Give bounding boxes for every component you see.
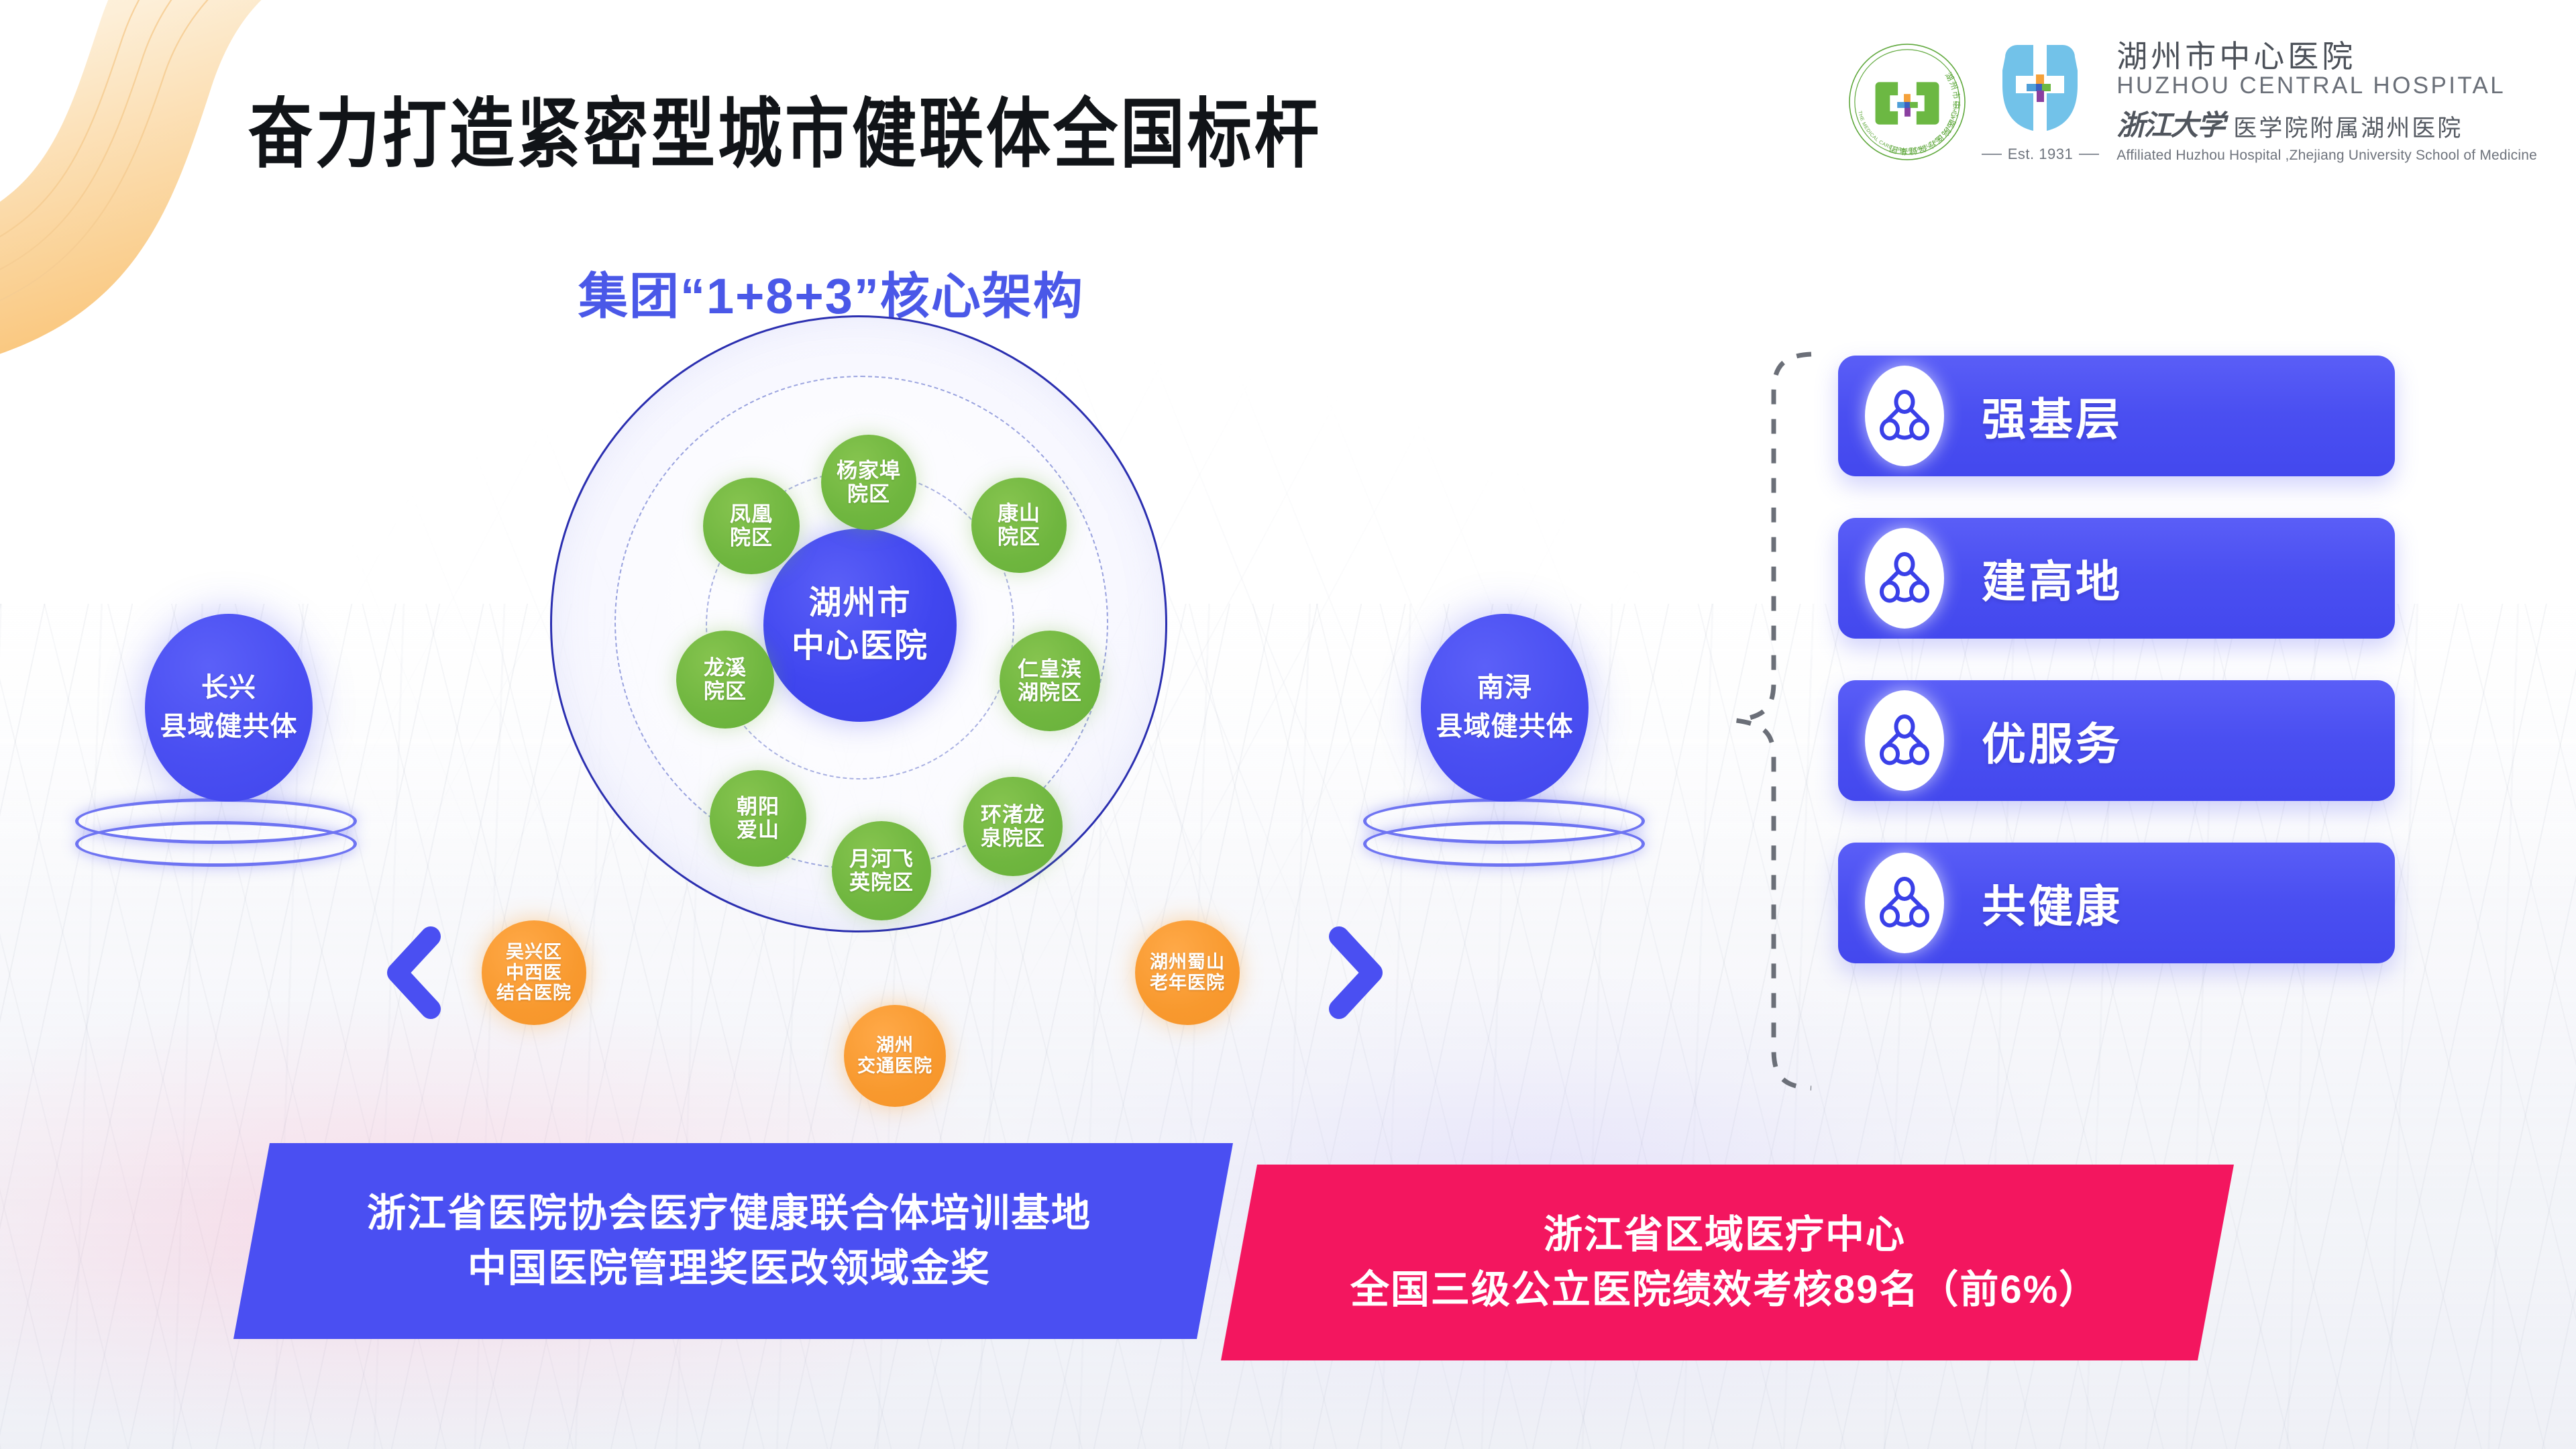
campus-yangjiabu-line1: 杨家埠 <box>837 458 901 482</box>
people-group-icon <box>1865 690 1944 791</box>
center-node-huzhou-central-hospital: 湖州市 中心医院 <box>763 529 957 722</box>
affiliate-wuxing-tcm-hospital: 吴兴区 中西医 结合医院 <box>482 920 586 1025</box>
campus-fenghuang-line2: 院区 <box>730 526 773 549</box>
goal-card-jiangaodi[interactable]: 建高地 <box>1838 518 2395 639</box>
county-unit-changxing: 长兴 县域健共体 <box>145 614 313 802</box>
affiliate-transport-line2: 交通医院 <box>857 1056 932 1076</box>
hospital-shield-logo-block: Est. 1931 <box>1981 41 2100 163</box>
people-group-icon <box>1865 366 1944 466</box>
campus-node-zhaoyangaishan: 朝阳 爱山 <box>710 770 806 867</box>
goal-card-list: 强基层 建高地 优服务 <box>1838 356 2408 1005</box>
campus-node-yangjiabu: 杨家埠 院区 <box>821 435 916 530</box>
goal-card-label: 建高地 <box>1982 557 2123 606</box>
est-line-right <box>2079 154 2100 155</box>
goal-card-gongjiankang[interactable]: 共健康 <box>1838 843 2395 963</box>
est-row: Est. 1931 <box>1981 146 2100 163</box>
campus-renhuangbinhu-line2: 湖院区 <box>1018 681 1082 704</box>
campus-node-yuhefeiying: 月河飞 英院区 <box>832 821 931 920</box>
hospital-name-block: 湖州市中心医院 HUZHOU CENTRAL HOSPITAL 浙江大学 医学院… <box>2114 40 2537 164</box>
center-node-line1: 湖州市 <box>808 585 912 622</box>
campus-kangshan-line1: 康山 <box>998 501 1040 525</box>
campus-yuhefeiying-line1: 月河飞 <box>849 847 914 871</box>
dashed-curly-bracket <box>1735 352 1812 1091</box>
campus-renhuangbinhu-line1: 仁皇滨 <box>1018 657 1082 681</box>
campus-huanzhulongquan-line1: 环渚龙 <box>981 802 1045 826</box>
county-unit-nanxun: 南浔 县域健共体 <box>1421 614 1589 802</box>
people-group-icon <box>1865 528 1944 629</box>
goal-card-label: 优服务 <box>1982 719 2123 769</box>
county-unit-changxing-line2: 县域健共体 <box>160 712 298 741</box>
award-banner-left: 浙江省医院协会医疗健康联合体培训基地 中国医院管理奖医改领域金奖 <box>233 1143 1233 1339</box>
goal-card-qiangjiceng[interactable]: 强基层 <box>1838 356 2395 476</box>
affiliate-huzhou-transport-hospital: 湖州 交通医院 <box>844 1005 946 1107</box>
award-banner-right: 浙江省区域医疗中心 全国三级公立医院绩效考核89名（前6%） <box>1221 1165 2234 1360</box>
est-line-left <box>1981 154 2002 155</box>
campus-node-renhuangbinhu: 仁皇滨 湖院区 <box>1000 631 1100 731</box>
campus-zhaoyangaishan-line1: 朝阳 <box>737 794 780 818</box>
campus-fenghuang-line1: 凤凰 <box>730 502 773 526</box>
award-banner-left-line1: 浙江省医院协会医疗健康联合体培训基地 <box>366 1191 1091 1235</box>
hospital-shield-icon <box>2002 45 2078 131</box>
award-banner-right-line2: 全国三级公立医院绩效考核89名（前6%） <box>1350 1268 2100 1311</box>
zju-affiliation-cn: 医学院附属湖州医院 <box>2233 115 2463 142</box>
zju-wordmark: 浙江大学 <box>2116 111 2225 142</box>
county-unit-nanxun-line1: 南浔 <box>1477 673 1532 703</box>
affiliate-wuxing-line2: 中西医 <box>506 962 562 983</box>
campus-node-kangshan: 康山 院区 <box>971 478 1067 573</box>
campus-longxi-line2: 院区 <box>704 680 747 703</box>
zju-affiliation-row: 浙江大学 医学院附属湖州医院 <box>2116 103 2537 144</box>
logo-bar: 湖州市中心医院医疗保健集团 THE MEDICAL CARE GROUP OF … <box>1847 38 2537 166</box>
affiliate-transport-line1: 湖州 <box>876 1035 914 1056</box>
campus-kangshan-line2: 院区 <box>998 525 1040 549</box>
goal-card-youfuwu[interactable]: 优服务 <box>1838 680 2395 801</box>
affiliate-wuxing-line3: 结合医院 <box>496 983 572 1004</box>
center-node-line2: 中心医院 <box>791 628 928 664</box>
page-title: 奋力打造紧密型城市健联体全国标杆 <box>248 92 1322 177</box>
campus-zhaoyangaishan-line2: 爱山 <box>737 818 780 842</box>
right-chevron-arrow-icon <box>1329 926 1383 1019</box>
est-label: Est. 1931 <box>2007 146 2074 162</box>
affiliate-shushan-line2: 老年医院 <box>1150 973 1225 993</box>
campus-node-huanzhulongquan: 环渚龙 泉院区 <box>963 777 1063 876</box>
svg-text:THE MEDICAL CARE GROUP OF HUZH: THE MEDICAL CARE GROUP OF HUZHOU CENTRAL… <box>1847 42 1958 153</box>
campus-yuhefeiying-line2: 英院区 <box>849 871 914 894</box>
hospital-name-en: HUZHOU CENTRAL HOSPITAL <box>2116 72 2506 99</box>
affiliate-shushan-line1: 湖州蜀山 <box>1150 952 1225 973</box>
section-subtitle: 集团“1+8+3”核心架构 <box>578 268 1084 324</box>
campus-node-longxi: 龙溪 院区 <box>676 631 774 729</box>
campus-yangjiabu-line2: 院区 <box>847 482 890 506</box>
core-structure-diagram: 长兴 县域健共体 吴兴区 中西医 结合医院 湖州市 中心医院 杨家埠 院区 康山… <box>0 288 1717 1134</box>
affiliate-wuxing-line1: 吴兴区 <box>506 941 562 962</box>
award-banner-right-line1: 浙江省区域医疗中心 <box>1543 1212 1906 1256</box>
affiliate-huzhou-shushan-geriatric-hospital: 湖州蜀山 老年医院 <box>1135 920 1240 1025</box>
left-unit-pedestal <box>75 798 357 872</box>
orange-ribbon-decoration <box>0 0 262 354</box>
campus-longxi-line1: 龙溪 <box>704 655 747 680</box>
right-unit-pedestal <box>1363 798 1645 872</box>
people-group-icon <box>1865 853 1944 953</box>
campus-huanzhulongquan-line2: 泉院区 <box>981 826 1045 850</box>
goal-card-label: 强基层 <box>1982 394 2123 444</box>
award-banner-left-line2: 中国医院管理奖医改领域金奖 <box>467 1246 991 1290</box>
medical-group-seal-logo: 湖州市中心医院医疗保健集团 THE MEDICAL CARE GROUP OF … <box>1847 42 1966 160</box>
left-chevron-arrow-icon <box>387 926 441 1019</box>
zju-affiliation-en: Affiliated Huzhou Hospital ,Zhejiang Uni… <box>2116 148 2537 164</box>
hospital-name-cn: 湖州市中心医院 <box>2116 38 2357 74</box>
campus-node-fenghuang: 凤凰 院区 <box>703 478 800 574</box>
county-unit-nanxun-line2: 县域健共体 <box>1436 712 1574 741</box>
goal-card-label: 共健康 <box>1982 881 2123 931</box>
county-unit-changxing-line1: 长兴 <box>201 673 256 703</box>
